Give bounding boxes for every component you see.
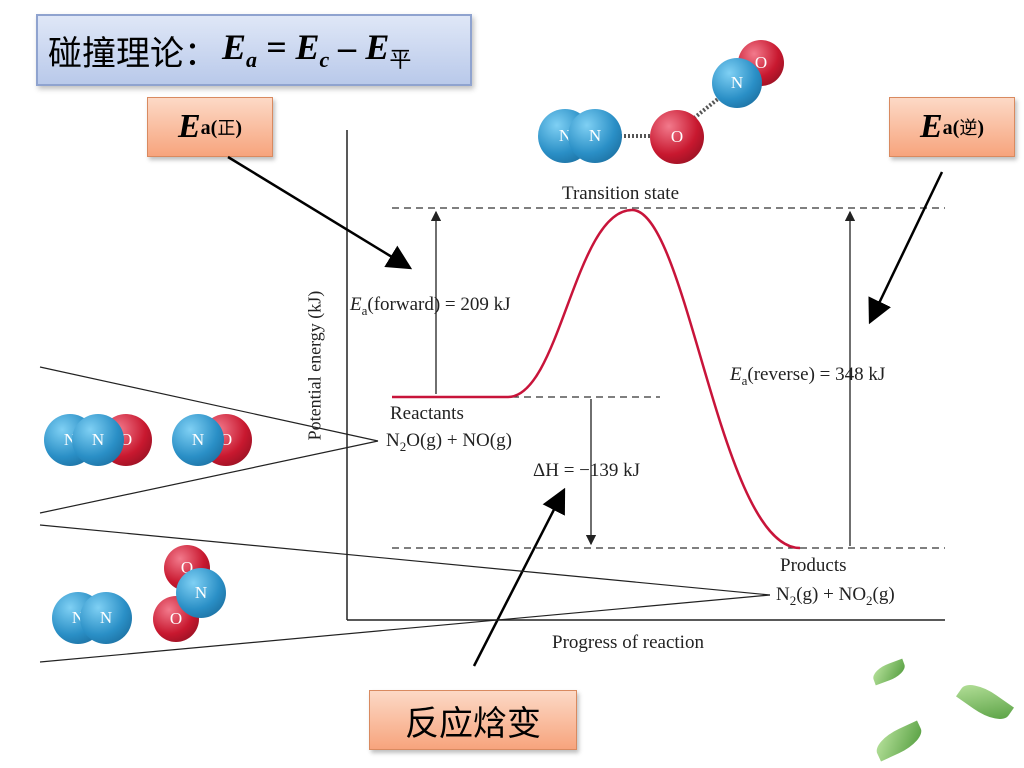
product-n2-n2: N bbox=[80, 592, 132, 644]
x-axis-label: Progress of reaction bbox=[552, 632, 704, 653]
reactants-label: Reactants bbox=[390, 403, 464, 424]
ts-no-nitrogen-atom: N bbox=[712, 58, 762, 108]
title-prefix: 碰撞理论： bbox=[48, 33, 218, 74]
delta-h-label: ΔH = −139 kJ bbox=[533, 460, 641, 481]
energy-curve bbox=[392, 208, 801, 550]
ea-forward-label: Ea(forward) = 209 kJ bbox=[350, 294, 511, 318]
reactant-n2o-n2: N bbox=[72, 414, 124, 466]
y-axis-label: Potential energy (kJ) bbox=[304, 290, 325, 441]
reactants-formula: N2O(g) + NO(g) bbox=[386, 430, 512, 454]
reactant-no-n: N bbox=[172, 414, 224, 466]
ts-oxygen-atom: O bbox=[650, 110, 704, 164]
title-equation: Ea = Ec – E平 bbox=[222, 27, 412, 73]
ea-reverse-label: Ea(reverse) = 348 kJ bbox=[730, 364, 886, 388]
products-formula: N2(g) + NO2(g) bbox=[776, 584, 895, 608]
title-box: 碰撞理论： Ea = Ec – E平 bbox=[36, 14, 472, 86]
ts-nitrogen-atom-2: N bbox=[568, 109, 622, 163]
ea-reverse-pointer bbox=[868, 171, 944, 325]
products-label: Products bbox=[780, 555, 847, 576]
transition-state-label: Transition state bbox=[562, 183, 679, 204]
product-wedge-bottom bbox=[39, 594, 771, 663]
enthalpy-callout: 反应焓变 bbox=[369, 690, 577, 750]
ea-forward-pointer bbox=[227, 155, 413, 270]
reactant-wedge-bottom bbox=[39, 440, 379, 514]
product-no2-n: N bbox=[176, 568, 226, 618]
product-wedge-top bbox=[39, 524, 771, 596]
reactant-wedge-top bbox=[39, 366, 379, 442]
enthalpy-pointer bbox=[472, 487, 566, 667]
